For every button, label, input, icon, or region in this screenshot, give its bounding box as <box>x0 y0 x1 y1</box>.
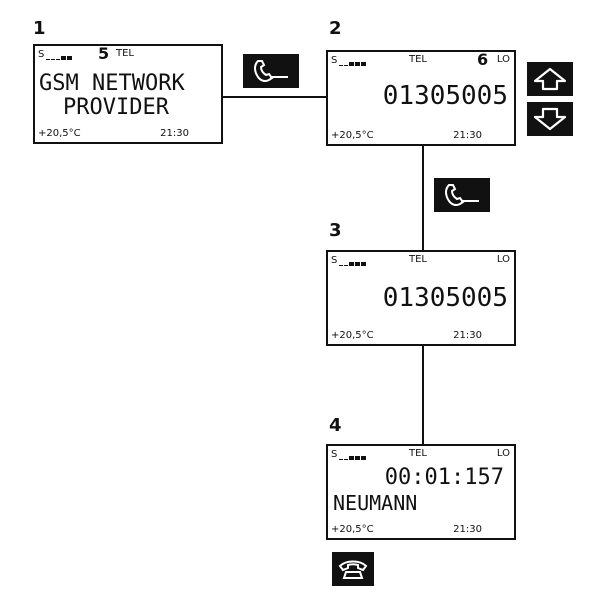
connector-line-2-3 <box>422 144 424 250</box>
step-number-2: 2 <box>329 18 342 39</box>
clock-readout: 21:30 <box>453 524 482 535</box>
step-number-1: 1 <box>33 18 46 39</box>
phone-handset-icon <box>254 60 288 82</box>
scroll-up-button[interactable] <box>527 62 573 96</box>
lcd-display-4: S TEL LO 00:01:157 NEUMANN +20,5°C 21:30 <box>326 444 516 540</box>
clock-readout: 21:30 <box>453 330 482 341</box>
connector-line-3-4 <box>422 346 424 444</box>
scroll-down-button[interactable] <box>527 102 573 136</box>
lcd-display-1: S 5 TEL GSM NETWORK PROVIDER +20,5°C 21:… <box>33 44 223 144</box>
call-button[interactable] <box>243 54 299 88</box>
connector-line-1-2 <box>223 96 327 98</box>
arrow-up-icon <box>533 67 567 91</box>
marker-5: 5 <box>98 44 110 63</box>
step-number-4: 4 <box>329 415 342 436</box>
network-provider-line-1: GSM NETWORK <box>39 71 185 96</box>
signal-label: S <box>331 55 338 66</box>
status-label: LO <box>496 54 510 65</box>
signal-strength-icon <box>339 54 367 66</box>
dialed-number: 01305005 <box>382 81 508 111</box>
phone-handset-icon <box>445 184 479 206</box>
hang-up-icon <box>338 560 368 579</box>
status-label: LO <box>496 254 510 265</box>
temperature-readout: +20,5°C <box>331 130 374 141</box>
lcd-display-2: S TEL 6 LO 01305005 +20,5°C 21:30 <box>326 50 516 146</box>
signal-strength-icon <box>339 448 367 460</box>
signal-strength-icon <box>46 48 73 60</box>
temperature-readout: +20,5°C <box>331 330 374 341</box>
signal-label: S <box>38 49 45 60</box>
mode-label: TEL <box>409 54 427 65</box>
signal-label: S <box>331 255 338 266</box>
network-provider-line-2: PROVIDER <box>63 95 169 120</box>
call-duration: 00:01:157 <box>384 465 504 490</box>
temperature-readout: +20,5°C <box>331 524 374 535</box>
signal-label: S <box>331 449 338 460</box>
mode-label: TEL <box>409 448 427 459</box>
marker-6: 6 <box>477 50 489 69</box>
status-label: LO <box>496 448 510 459</box>
arrow-down-icon <box>533 107 567 131</box>
clock-readout: 21:30 <box>453 130 482 141</box>
temperature-readout: +20,5°C <box>38 128 81 139</box>
dialed-number: 01305005 <box>382 283 508 313</box>
mode-label: TEL <box>409 254 427 265</box>
signal-strength-icon <box>339 254 367 266</box>
clock-readout: 21:30 <box>160 128 189 139</box>
lcd-display-3: S TEL LO 01305005 +20,5°C 21:30 <box>326 250 516 346</box>
call-button[interactable] <box>434 178 490 212</box>
mode-label: TEL <box>116 48 134 59</box>
caller-name: NEUMANN <box>333 491 418 515</box>
hang-up-button[interactable] <box>332 552 374 586</box>
step-number-3: 3 <box>329 220 342 241</box>
